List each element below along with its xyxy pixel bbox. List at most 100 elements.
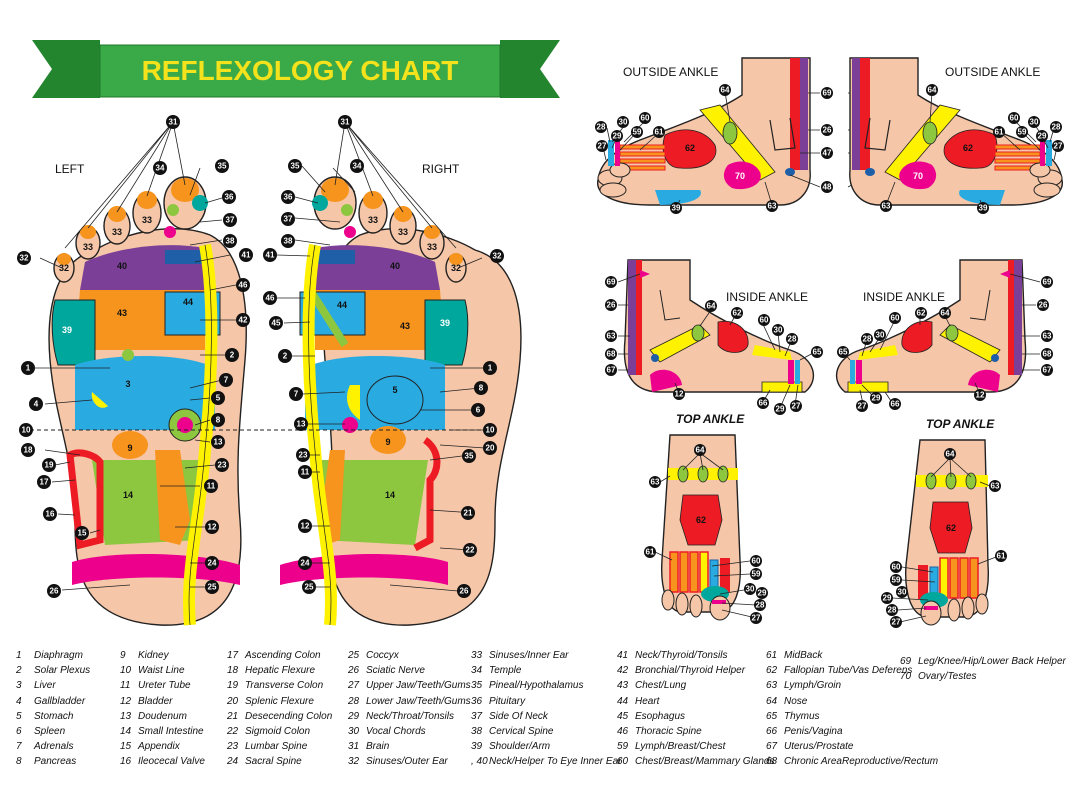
callout-circle: 61 [653,126,665,138]
right-foot-callouts: 31 35 36 37 38 41 34 32 46 45 2 7 1 8 6 … [263,115,504,598]
callout-circle: 34 [153,161,167,175]
callout-circle: 60 [639,112,651,124]
legend-number: 46 [617,726,629,738]
svg-text:64: 64 [696,446,705,455]
svg-text:28: 28 [756,601,765,610]
legend-text: Chest/Breast/Mammary Glands [635,756,775,768]
callout-circle: 27 [856,400,868,412]
legend-number: 11 [120,680,131,692]
svg-text:66: 66 [891,400,900,409]
callout-circle: 29 [756,587,768,599]
svg-text:7: 7 [294,390,299,399]
legend-number: 68 [766,756,778,768]
legend-text: Chronic AreaReproductive/Rectum [784,756,939,768]
legend-number: 35 [471,680,483,692]
callout-circle: 28 [754,599,766,611]
svg-text:41: 41 [266,251,275,260]
svg-text:27: 27 [892,618,901,627]
callout-circle: 5 [211,391,225,405]
svg-text:61: 61 [646,548,655,557]
legend-number: 21 [227,710,239,722]
left-foot-callouts: 31 34 35 36 37 38 41 32 46 42 2 1 7 5 8 … [17,115,253,598]
legend-text: Nose [784,695,808,707]
legend-number: 66 [766,726,778,738]
zone-label: 14 [123,490,133,500]
svg-text:60: 60 [752,557,761,566]
legend-number: 4 [16,695,22,707]
zone-label: 62 [963,143,973,153]
outside-ankle-left-foot: 62 70 [597,57,811,206]
callout-circle: 25 [302,580,316,594]
svg-text:35: 35 [291,162,300,171]
callout-circle: 59 [890,574,902,586]
callout-circle: 28 [786,333,798,345]
legend-text: Cervical Spine [489,726,554,738]
zone-label: 62 [685,143,695,153]
zone-label: 9 [385,437,390,447]
callout-circle: 11 [204,479,218,493]
top-ankle-right-label: TOP ANKLE [926,417,995,431]
callout-circle: 48 [821,181,833,193]
svg-text:63: 63 [651,478,660,487]
svg-text:4: 4 [34,400,39,409]
callout-circle: 60 [890,561,902,573]
legend-number: 7 [16,741,22,753]
callout-circle: 36 [222,190,236,204]
callout-circle: 13 [294,417,308,431]
svg-text:32: 32 [20,254,29,263]
svg-text:60: 60 [892,563,901,572]
top-ankle-right-callouts: 64 63 61 60 59 30 29 28 27 [881,448,1007,628]
svg-text:59: 59 [892,576,901,585]
svg-text:28: 28 [888,606,897,615]
legend-text: Pancreas [34,756,77,768]
legend-text: Waist Line [138,665,185,677]
svg-text:41: 41 [242,251,251,260]
svg-text:13: 13 [297,420,306,429]
zone-label: 33 [142,215,152,225]
legend-number: 20 [227,695,239,707]
svg-text:28: 28 [863,335,872,344]
zone-label: 33 [83,242,93,252]
svg-text:62: 62 [917,309,926,318]
callout-circle: 61 [644,546,656,558]
callout-circle: 39 [670,202,682,214]
legend-text: Pineal/Hypothalamus [489,680,584,692]
legend-number: 18 [227,665,239,677]
callout-circle: 25 [205,580,219,594]
callout-circle: 38 [223,234,237,248]
legend-text: Thymus [784,710,820,722]
svg-text:28: 28 [788,335,797,344]
svg-text:27: 27 [858,402,867,411]
callout-circle: 21 [461,506,475,520]
right-foot: 33 33 33 32 40 44 43 39 5 9 14 [260,176,522,626]
zone-label: 39 [62,325,72,335]
inside-ankle-left-label: INSIDE ANKLE [726,290,808,304]
callout-circle: 26 [457,584,471,598]
inside-ankle-right-label: INSIDE ANKLE [863,290,945,304]
legend-text: Hepatic Flexure [245,665,316,677]
legend-number: 44 [617,695,629,707]
callout-circle: 10 [19,423,33,437]
top-ankle-left-label: TOP ANKLE [676,412,745,426]
legend-text: Lymph/Breast/Chest [635,741,726,753]
legend-text: Bronchial/Thyroid Helper [635,665,746,677]
legend-item: 35 Pineal/Hypothalamus [471,678,621,693]
svg-text:37: 37 [284,215,293,224]
legend-number: 63 [766,680,778,692]
zone-label: 44 [337,300,347,310]
